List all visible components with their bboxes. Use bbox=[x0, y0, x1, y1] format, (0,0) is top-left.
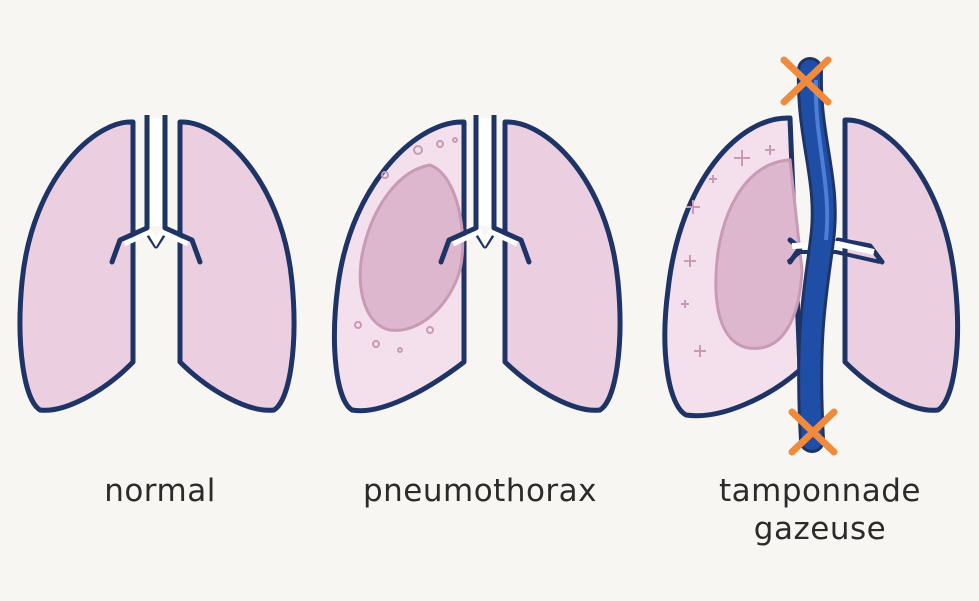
tamponnade-right-lung bbox=[845, 120, 958, 410]
label-tamponnade-line-1: tamponnade bbox=[690, 472, 950, 510]
normal-left-lung bbox=[20, 122, 133, 410]
label-pneumothorax-line-1: pneumothorax bbox=[330, 472, 630, 510]
label-normal: normal bbox=[60, 472, 260, 510]
label-tamponnade-line-2: gazeuse bbox=[690, 510, 950, 548]
label-normal-line-1: normal bbox=[60, 472, 260, 510]
tamponnade-lungs bbox=[665, 60, 958, 452]
label-pneumothorax: pneumothorax bbox=[330, 472, 630, 510]
pneumothorax-lungs bbox=[334, 115, 620, 411]
label-tamponnade: tamponnade gazeuse bbox=[690, 472, 950, 548]
normal-right-lung bbox=[180, 122, 294, 410]
pneumothorax-right-lung bbox=[505, 122, 620, 410]
normal-lungs bbox=[20, 115, 294, 410]
